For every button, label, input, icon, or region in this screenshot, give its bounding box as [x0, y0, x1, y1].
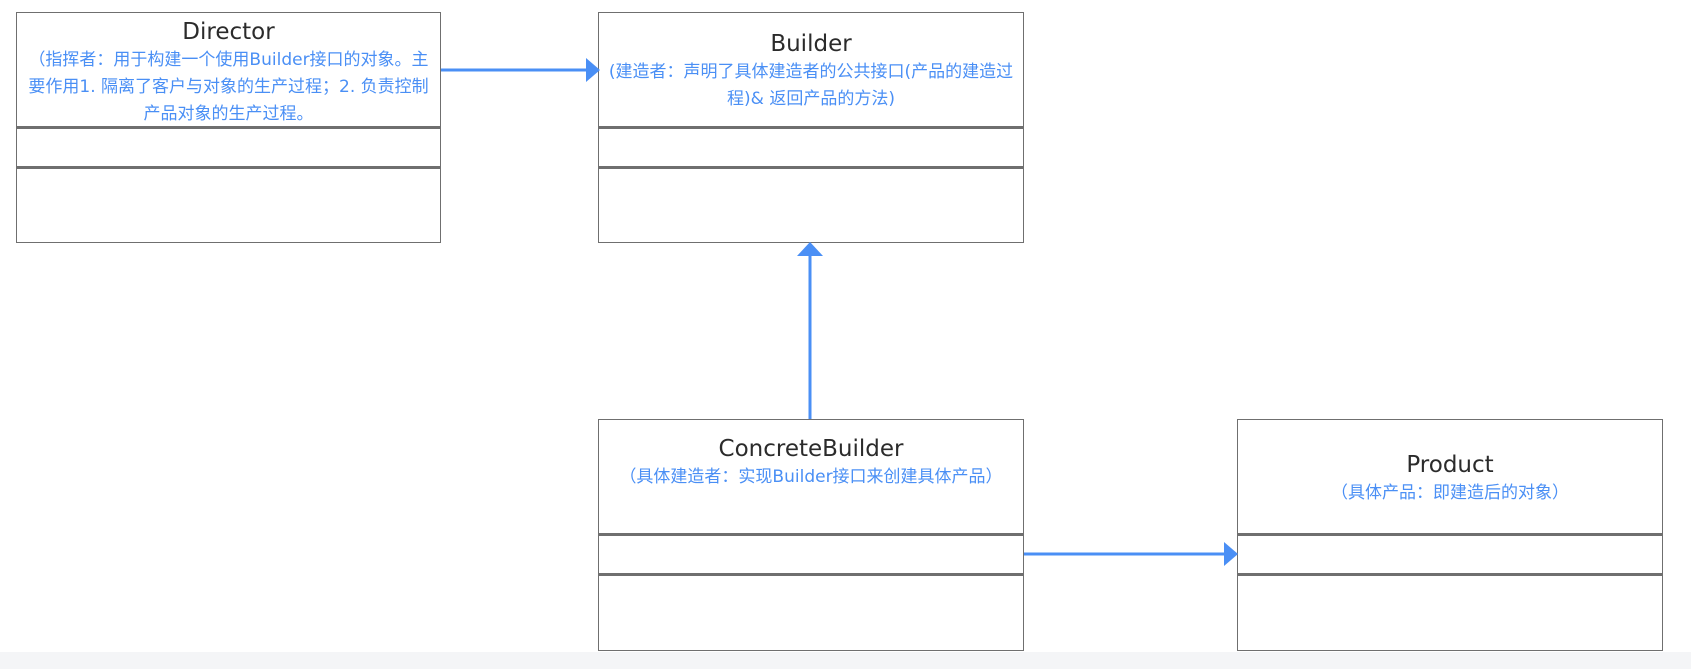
- canvas-bottom-margin: [0, 652, 1691, 669]
- class-director-name: Director: [182, 19, 275, 45]
- class-concrete-builder-attributes: [599, 536, 1023, 576]
- class-product-attributes: [1238, 536, 1662, 576]
- class-director[interactable]: Director （指挥者：用于构建一个使用Builder接口的对象。主要作用1…: [16, 12, 441, 243]
- class-product[interactable]: Product （具体产品：即建造后的对象）: [1237, 419, 1663, 651]
- class-builder-attributes: [599, 129, 1023, 169]
- class-builder-header: Builder (建造者：声明了具体建造者的公共接口(产品的建造过程)& 返回产…: [599, 13, 1023, 129]
- class-builder[interactable]: Builder (建造者：声明了具体建造者的公共接口(产品的建造过程)& 返回产…: [598, 12, 1024, 243]
- class-concrete-builder-description: （具体建造者：实现Builder接口来创建具体产品）: [619, 467, 1003, 487]
- class-director-description: （指挥者：用于构建一个使用Builder接口的对象。主要作用1. 隔离了客户与对…: [28, 50, 429, 124]
- class-product-description: （具体产品：即建造后的对象）: [1331, 483, 1569, 503]
- class-product-name: Product: [1406, 452, 1494, 478]
- class-builder-methods: [599, 169, 1023, 242]
- class-concrete-builder[interactable]: ConcreteBuilder （具体建造者：实现Builder接口来创建具体产…: [598, 419, 1024, 651]
- class-builder-name: Builder: [770, 31, 852, 57]
- class-concrete-builder-header: ConcreteBuilder （具体建造者：实现Builder接口来创建具体产…: [599, 420, 1023, 536]
- class-builder-description: (建造者：声明了具体建造者的公共接口(产品的建造过程)& 返回产品的方法): [608, 62, 1014, 109]
- class-director-header: Director （指挥者：用于构建一个使用Builder接口的对象。主要作用1…: [17, 13, 440, 129]
- class-director-attributes: [17, 129, 440, 169]
- class-product-methods: [1238, 576, 1662, 650]
- class-concrete-builder-name: ConcreteBuilder: [718, 436, 904, 462]
- class-director-methods: [17, 169, 440, 242]
- class-concrete-builder-methods: [599, 576, 1023, 650]
- class-product-header: Product （具体产品：即建造后的对象）: [1238, 420, 1662, 536]
